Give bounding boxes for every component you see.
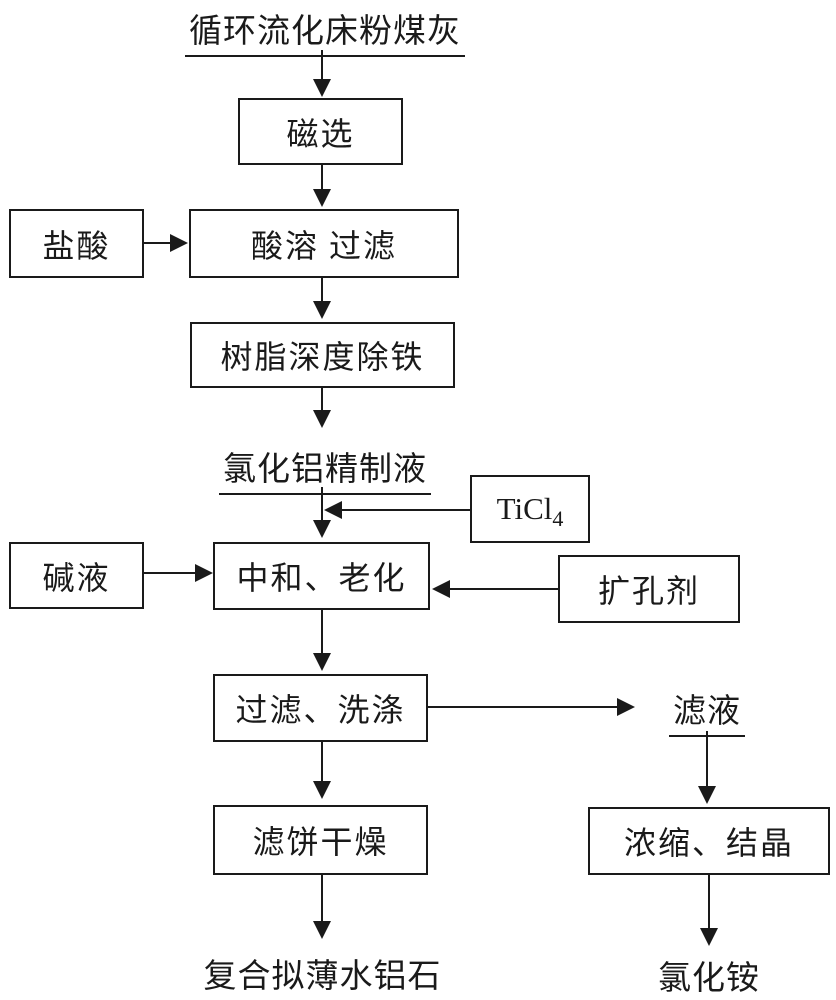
arrow-line-refined-to-neutralize (321, 487, 323, 521)
process-box-filter-wash: 过滤、洗涤 (213, 674, 428, 742)
arrow-line-alkali-to-neutralize (144, 572, 196, 574)
ticl4-label: TiCl4 (496, 491, 564, 532)
input-box-hydrochloric-acid: 盐酸 (9, 209, 144, 278)
arrow-line-neutralize-to-filterwash (321, 610, 323, 654)
byproduct-label: 氯化铵 (648, 951, 770, 1000)
process-box-magnetic-separation: 磁选 (238, 98, 403, 165)
process-box-neutralize-aging: 中和、老化 (213, 542, 430, 610)
neutralize-aging-label: 中和、老化 (236, 560, 407, 596)
arrow-line-filterwash-to-filtrate (428, 706, 618, 708)
arrowhead-down-icon (700, 928, 718, 946)
arrowhead-right-icon (617, 698, 635, 716)
arrow-line-resin-to-refined (321, 388, 323, 411)
arrowhead-right-icon (195, 564, 213, 582)
arrowhead-left-icon (324, 501, 342, 519)
input-box-alkali-liquor: 碱液 (9, 542, 144, 609)
acid-dissolve-filter-label: 酸溶 过滤 (250, 227, 397, 264)
filter-cake-drying-label: 滤饼干燥 (252, 824, 389, 860)
arrow-line-concentrate-to-byproduct (708, 875, 710, 929)
arrowhead-left-icon (432, 580, 450, 598)
process-box-filter-cake-drying: 滤饼干燥 (213, 805, 428, 875)
arrowhead-down-icon (313, 921, 331, 939)
arrowhead-down-icon (313, 189, 331, 207)
arrow-line-hcl-to-acid (144, 242, 171, 244)
source-material-label: 循环流化床粉煤灰 (175, 4, 475, 57)
process-box-acid-dissolve-filter: 酸溶 过滤 (189, 209, 459, 278)
arrowhead-down-icon (313, 79, 331, 97)
arrow-line-title-to-magnetic (321, 50, 323, 80)
pore-expanding-agent-label: 扩孔剂 (597, 573, 700, 609)
arrowhead-down-icon (313, 520, 331, 538)
process-box-concentrate-crystallize: 浓缩、结晶 (588, 807, 830, 875)
resin-iron-removal-label: 树脂深度除铁 (220, 339, 425, 375)
arrow-line-filtrate-to-concentrate (706, 731, 708, 787)
arrowhead-right-icon (170, 234, 188, 252)
main-product-label: 复合拟薄水铝石 (190, 949, 455, 1000)
arrowhead-down-icon (313, 301, 331, 319)
magnetic-separation-label: 磁选 (286, 115, 355, 152)
filtrate-label: 滤液 (662, 684, 752, 737)
input-box-ticl4: TiCl4 (470, 475, 590, 543)
arrow-line-acid-to-resin (321, 278, 323, 302)
arrow-line-cake-to-product (321, 875, 323, 922)
input-box-pore-expanding-agent: 扩孔剂 (558, 555, 740, 623)
arrow-line-ticl4-to-stream (342, 509, 470, 511)
arrow-line-pore-to-neutralize (450, 588, 558, 590)
arrowhead-down-icon (313, 410, 331, 428)
filter-wash-label: 过滤、洗涤 (235, 692, 406, 728)
arrow-line-filterwash-to-cake (321, 742, 323, 782)
arrowhead-down-icon (313, 781, 331, 799)
alkali-liquor-label: 碱液 (42, 559, 111, 596)
process-box-resin-iron-removal: 树脂深度除铁 (190, 322, 455, 388)
arrow-line-magnetic-to-acid (321, 165, 323, 191)
arrowhead-down-icon (698, 786, 716, 804)
arrowhead-down-icon (313, 653, 331, 671)
refined-aluminum-chloride-label: 氯化铝精制液 (200, 442, 450, 495)
concentrate-crystallize-label: 浓缩、结晶 (623, 825, 794, 861)
hydrochloric-acid-label: 盐酸 (42, 227, 111, 264)
